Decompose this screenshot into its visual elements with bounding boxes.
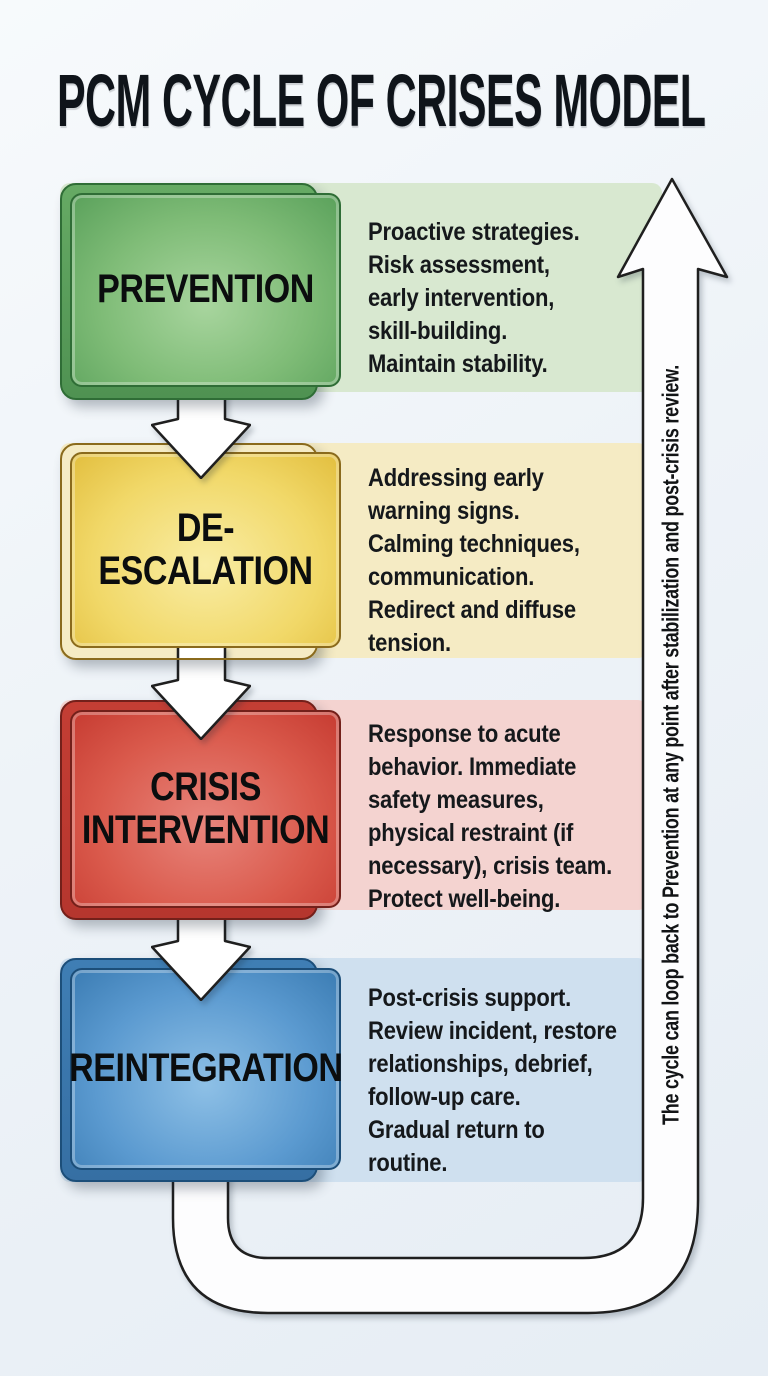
prevention-description: Proactive strategies. Risk assessment, e… (368, 218, 580, 378)
reintegration-description: Post-crisis support. Review incident, re… (368, 984, 617, 1177)
reintegration-box: REINTEGRATION (68, 968, 343, 1170)
de-escalation-description: Addressing early warning signs. Calming … (368, 464, 580, 657)
prevention-label: PREVENTION (97, 267, 314, 312)
loop-arrow-label: The cycle can loop back to Prevention at… (657, 365, 684, 1125)
prevention-box: PREVENTION (70, 193, 341, 387)
down-arrow-icon (151, 645, 251, 740)
page-title: PCM CYCLE OF CRISES MODEL (57, 59, 706, 142)
crisis-description: Response to acute behavior. Immediate sa… (368, 720, 613, 913)
down-arrow-icon (151, 906, 251, 1001)
crisis-box: CRISIS INTERVENTION (70, 710, 341, 908)
reintegration-label: REINTEGRATION (68, 1046, 343, 1091)
crisis-label: CRISIS INTERVENTION (81, 764, 330, 852)
de-escalation-label: DE-ESCALATION (98, 505, 313, 593)
de-escalation-box: DE-ESCALATION (70, 452, 341, 648)
